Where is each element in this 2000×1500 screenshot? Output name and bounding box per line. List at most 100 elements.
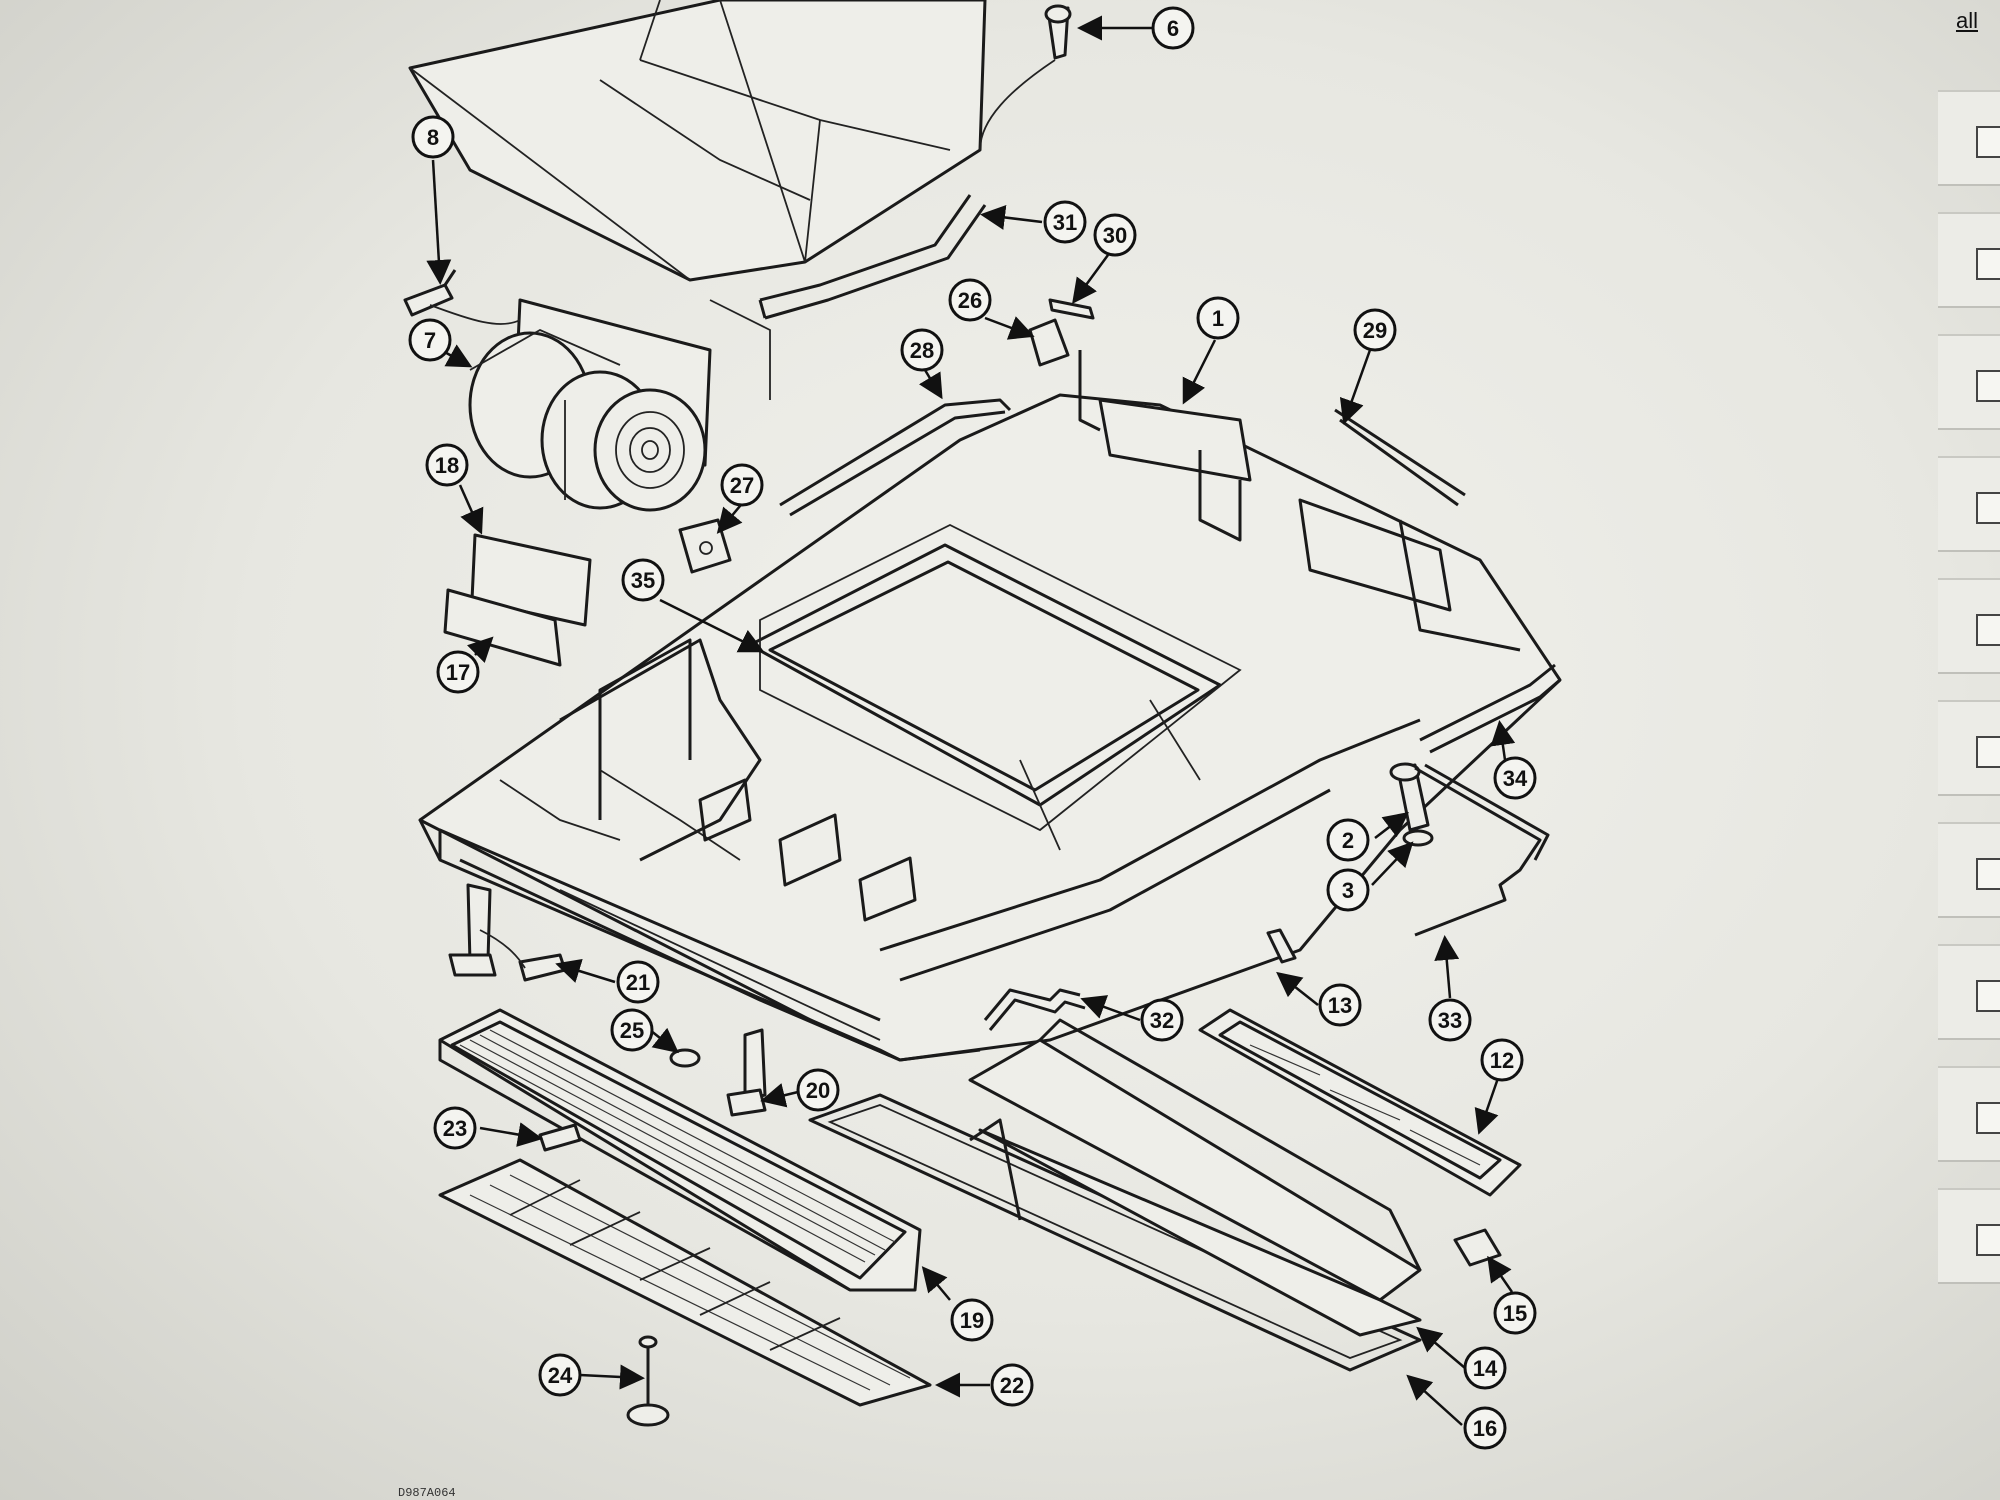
callout-24: 24: [538, 1353, 582, 1397]
duct-14: [968, 1018, 1422, 1337]
svg-text:17: 17: [446, 660, 470, 685]
svg-text:21: 21: [626, 970, 650, 995]
callout-29: 29: [1353, 308, 1397, 352]
callout-18: 18: [425, 443, 469, 487]
bracket-32: [983, 988, 1086, 1031]
checkbox-icon[interactable]: [1976, 736, 2000, 768]
wire-33: [1414, 763, 1550, 937]
seal-strip-31: [758, 194, 987, 320]
washer-25: [669, 1048, 701, 1068]
callout-27: 27: [720, 463, 764, 507]
svg-text:22: 22: [1000, 1373, 1024, 1398]
svg-text:33: 33: [1438, 1008, 1462, 1033]
side-panel-item[interactable]: [1938, 578, 2000, 674]
svg-text:1: 1: [1212, 306, 1224, 331]
side-panel-item[interactable]: [1938, 90, 2000, 186]
svg-text:13: 13: [1328, 993, 1352, 1018]
callout-7: 7: [408, 318, 452, 362]
callout-20: 20: [796, 1068, 840, 1112]
pad-18: [470, 533, 592, 627]
callout-22: 22: [990, 1363, 1034, 1407]
clip-15: [1453, 1228, 1502, 1267]
svg-text:26: 26: [958, 288, 982, 313]
checkbox-icon[interactable]: [1976, 370, 2000, 402]
callout-1: 1: [1196, 296, 1240, 340]
leader-lines: [426, 15, 1516, 1426]
checkbox-icon[interactable]: [1976, 614, 2000, 646]
checkbox-icon[interactable]: [1976, 248, 2000, 280]
checkbox-icon[interactable]: [1976, 126, 2000, 158]
callout-17: 17: [436, 650, 480, 694]
side-panel-item[interactable]: [1938, 944, 2000, 1040]
side-panel-item[interactable]: [1938, 212, 2000, 308]
svg-text:24: 24: [548, 1363, 573, 1388]
callout-26: 26: [948, 278, 992, 322]
side-panel-item[interactable]: [1938, 700, 2000, 796]
svg-text:12: 12: [1490, 1048, 1514, 1073]
strip-29: [1334, 408, 1466, 507]
svg-text:15: 15: [1503, 1301, 1527, 1326]
bracket-20: [726, 1028, 767, 1117]
svg-text:25: 25: [620, 1018, 644, 1043]
svg-text:32: 32: [1150, 1008, 1174, 1033]
screw-6: [979, 4, 1072, 151]
callout-14: 14: [1463, 1346, 1507, 1390]
blower-motor-7: [468, 298, 771, 512]
callout-23: 23: [433, 1106, 477, 1150]
svg-text:2: 2: [1342, 828, 1354, 853]
svg-text:18: 18: [435, 453, 459, 478]
checkbox-icon[interactable]: [1976, 1102, 2000, 1134]
screw-13: [1266, 928, 1297, 964]
checkbox-icon[interactable]: [1976, 1224, 2000, 1256]
svg-text:35: 35: [631, 568, 655, 593]
grille-22: [438, 1158, 932, 1407]
screw-23: [538, 1123, 582, 1152]
strip-28: [779, 398, 1012, 517]
callout-15: 15: [1493, 1291, 1537, 1335]
drawing-code: D987A064: [398, 1486, 456, 1500]
checkbox-icon[interactable]: [1976, 492, 2000, 524]
svg-text:30: 30: [1103, 223, 1127, 248]
callout-25: 25: [610, 1008, 654, 1052]
svg-text:16: 16: [1473, 1416, 1497, 1441]
clip-30: [1048, 298, 1095, 320]
callout-19: 19: [950, 1298, 994, 1342]
svg-text:19: 19: [960, 1308, 984, 1333]
fastener-24: [626, 1335, 670, 1427]
callout-33: 33: [1428, 998, 1472, 1042]
checkbox-icon[interactable]: [1976, 980, 2000, 1012]
svg-text:23: 23: [443, 1116, 467, 1141]
callout-6: 6: [1151, 6, 1195, 50]
side-panel-item[interactable]: [1938, 1188, 2000, 1284]
right-side-panel: [1930, 90, 2000, 1370]
side-panel-item[interactable]: [1938, 822, 2000, 918]
all-link[interactable]: all: [1955, 8, 1978, 33]
callout-28: 28: [900, 328, 944, 372]
callout-30: 30: [1093, 213, 1137, 257]
callout-32: 32: [1140, 998, 1184, 1042]
callout-21: 21: [616, 960, 660, 1004]
strip-17: [443, 588, 562, 667]
bracket-21: [448, 883, 567, 982]
svg-text:31: 31: [1053, 210, 1077, 235]
filter-19: [438, 1008, 922, 1292]
svg-text:20: 20: [806, 1078, 830, 1103]
checkbox-icon[interactable]: [1976, 858, 2000, 890]
svg-text:14: 14: [1473, 1356, 1498, 1381]
clip-26: [1028, 318, 1070, 367]
callout-12: 12: [1480, 1038, 1524, 1082]
main-housing-1: [418, 350, 1562, 1062]
callout-2: 2: [1326, 818, 1370, 862]
svg-text:7: 7: [424, 328, 436, 353]
washer-3: [1402, 829, 1434, 847]
side-panel-item[interactable]: [1938, 1066, 2000, 1162]
callout-13: 13: [1318, 983, 1362, 1027]
screw-8: [403, 269, 521, 325]
svg-text:29: 29: [1363, 318, 1387, 343]
callout-35: 35: [621, 558, 665, 602]
side-panel-item[interactable]: [1938, 334, 2000, 430]
cover-housing: [408, 0, 987, 282]
side-panel-item[interactable]: [1938, 456, 2000, 552]
